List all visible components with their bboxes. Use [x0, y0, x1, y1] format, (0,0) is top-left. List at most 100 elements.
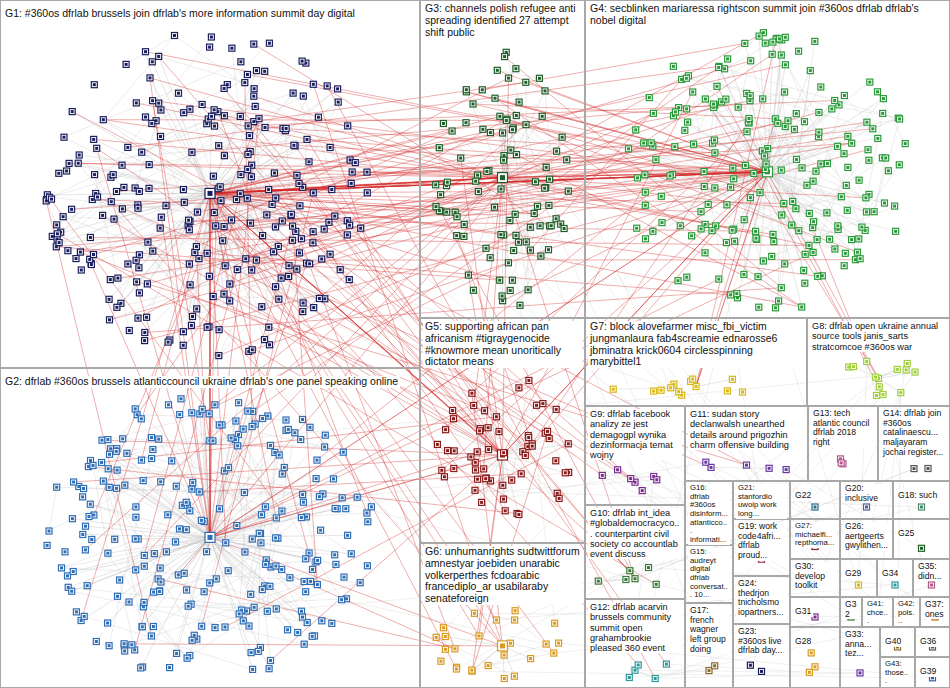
graph-edge	[141, 537, 210, 668]
vertex-icon	[256, 116, 262, 122]
vertex-core	[206, 326, 209, 329]
graph-edge	[73, 537, 210, 571]
vertex-icon	[184, 587, 190, 593]
graph-edge	[738, 61, 751, 107]
vertex-core	[148, 163, 151, 166]
vertex-icon	[139, 457, 145, 463]
vertex-icon	[238, 59, 244, 65]
vertex-core	[149, 76, 152, 79]
vertex-core	[356, 496, 359, 499]
vertex-icon	[195, 209, 201, 215]
vertex-icon	[310, 190, 316, 196]
vertex-icon	[91, 136, 97, 142]
graph-edge	[93, 466, 306, 592]
vertex-icon	[332, 213, 338, 219]
vertex-core	[348, 278, 351, 281]
vertex-core	[89, 459, 92, 462]
vertex-icon	[114, 304, 120, 310]
vertex-icon	[329, 620, 335, 626]
vertex-core	[58, 241, 61, 244]
vertex-core	[89, 236, 92, 239]
vertex-icon	[497, 113, 503, 119]
vertex-core	[354, 161, 357, 164]
graph-edge	[90, 504, 271, 567]
vertex-core	[55, 223, 58, 226]
vertex-icon	[185, 603, 191, 609]
vertex-icon	[93, 639, 99, 645]
vertex-core	[217, 144, 220, 147]
vertex-icon	[297, 203, 303, 209]
vertex-core	[208, 412, 211, 415]
vertex-core	[63, 136, 66, 139]
vertex-icon	[268, 658, 274, 664]
vertex-icon	[181, 199, 187, 205]
vertex-icon	[249, 424, 255, 430]
vertex-core	[285, 419, 288, 422]
vertex-core	[529, 226, 532, 229]
vertex-core	[309, 426, 312, 429]
vertex-core	[108, 298, 111, 301]
vertex-core	[66, 249, 69, 252]
vertex-core	[110, 200, 113, 203]
vertex-core	[71, 110, 74, 113]
graph-edge	[878, 92, 906, 144]
vertex-icon	[212, 402, 218, 408]
vertex-icon	[144, 281, 150, 287]
vertex-icon	[90, 463, 96, 469]
vertex-icon	[364, 190, 370, 196]
graph-edge	[159, 56, 503, 455]
vertex-icon	[322, 432, 328, 438]
vertex-core	[182, 111, 185, 114]
vertex-icon	[300, 309, 306, 315]
vertex-core	[125, 63, 128, 66]
vertex-core	[315, 477, 318, 480]
vertex-core	[206, 252, 209, 255]
vertex-core	[370, 505, 373, 508]
graph-edge	[63, 217, 314, 308]
vertex-icon	[227, 298, 233, 304]
vertex-icon	[189, 486, 195, 492]
graph-edge	[158, 579, 455, 649]
vertex-core	[301, 616, 304, 619]
vertex-core	[534, 180, 537, 183]
vertex-core	[239, 173, 242, 176]
vertex-icon	[513, 66, 519, 72]
vertex-core	[311, 568, 314, 571]
graph-edge	[545, 67, 719, 188]
vertex-icon	[273, 515, 279, 521]
vertex-icon	[156, 589, 162, 595]
graph-edge	[117, 254, 330, 307]
vertex-icon	[525, 287, 531, 293]
vertex-icon	[95, 194, 101, 200]
vertex-icon	[163, 203, 169, 209]
vertex-icon	[87, 235, 93, 241]
vertex-icon	[80, 532, 86, 538]
vertex-core	[106, 552, 109, 555]
vertex-core	[298, 204, 301, 207]
vertex-core	[121, 207, 124, 210]
vertex-core	[139, 666, 142, 669]
graph-edge	[501, 189, 773, 235]
graph-edge	[466, 92, 767, 172]
vertex-core	[514, 67, 517, 70]
vertex-icon	[306, 159, 312, 165]
vertex-icon	[345, 123, 351, 129]
vertex-icon	[262, 337, 268, 343]
graph-edge	[62, 509, 338, 568]
graph-edge	[482, 43, 745, 89]
graph-edge	[532, 172, 767, 446]
vertex-core	[308, 160, 311, 163]
vertex-core	[264, 505, 267, 508]
graph-edge	[103, 481, 168, 515]
vertex-icon	[144, 314, 150, 320]
vertex-icon	[523, 122, 529, 128]
graph-edge	[210, 126, 348, 193]
vertex-icon	[260, 416, 266, 422]
vertex-icon	[262, 125, 268, 131]
vertex-core	[300, 516, 303, 519]
vertex-core	[330, 622, 333, 625]
vertex-icon	[65, 248, 71, 254]
graph-edge	[72, 112, 746, 466]
vertex-icon	[252, 103, 258, 109]
vertex-icon	[266, 40, 272, 46]
